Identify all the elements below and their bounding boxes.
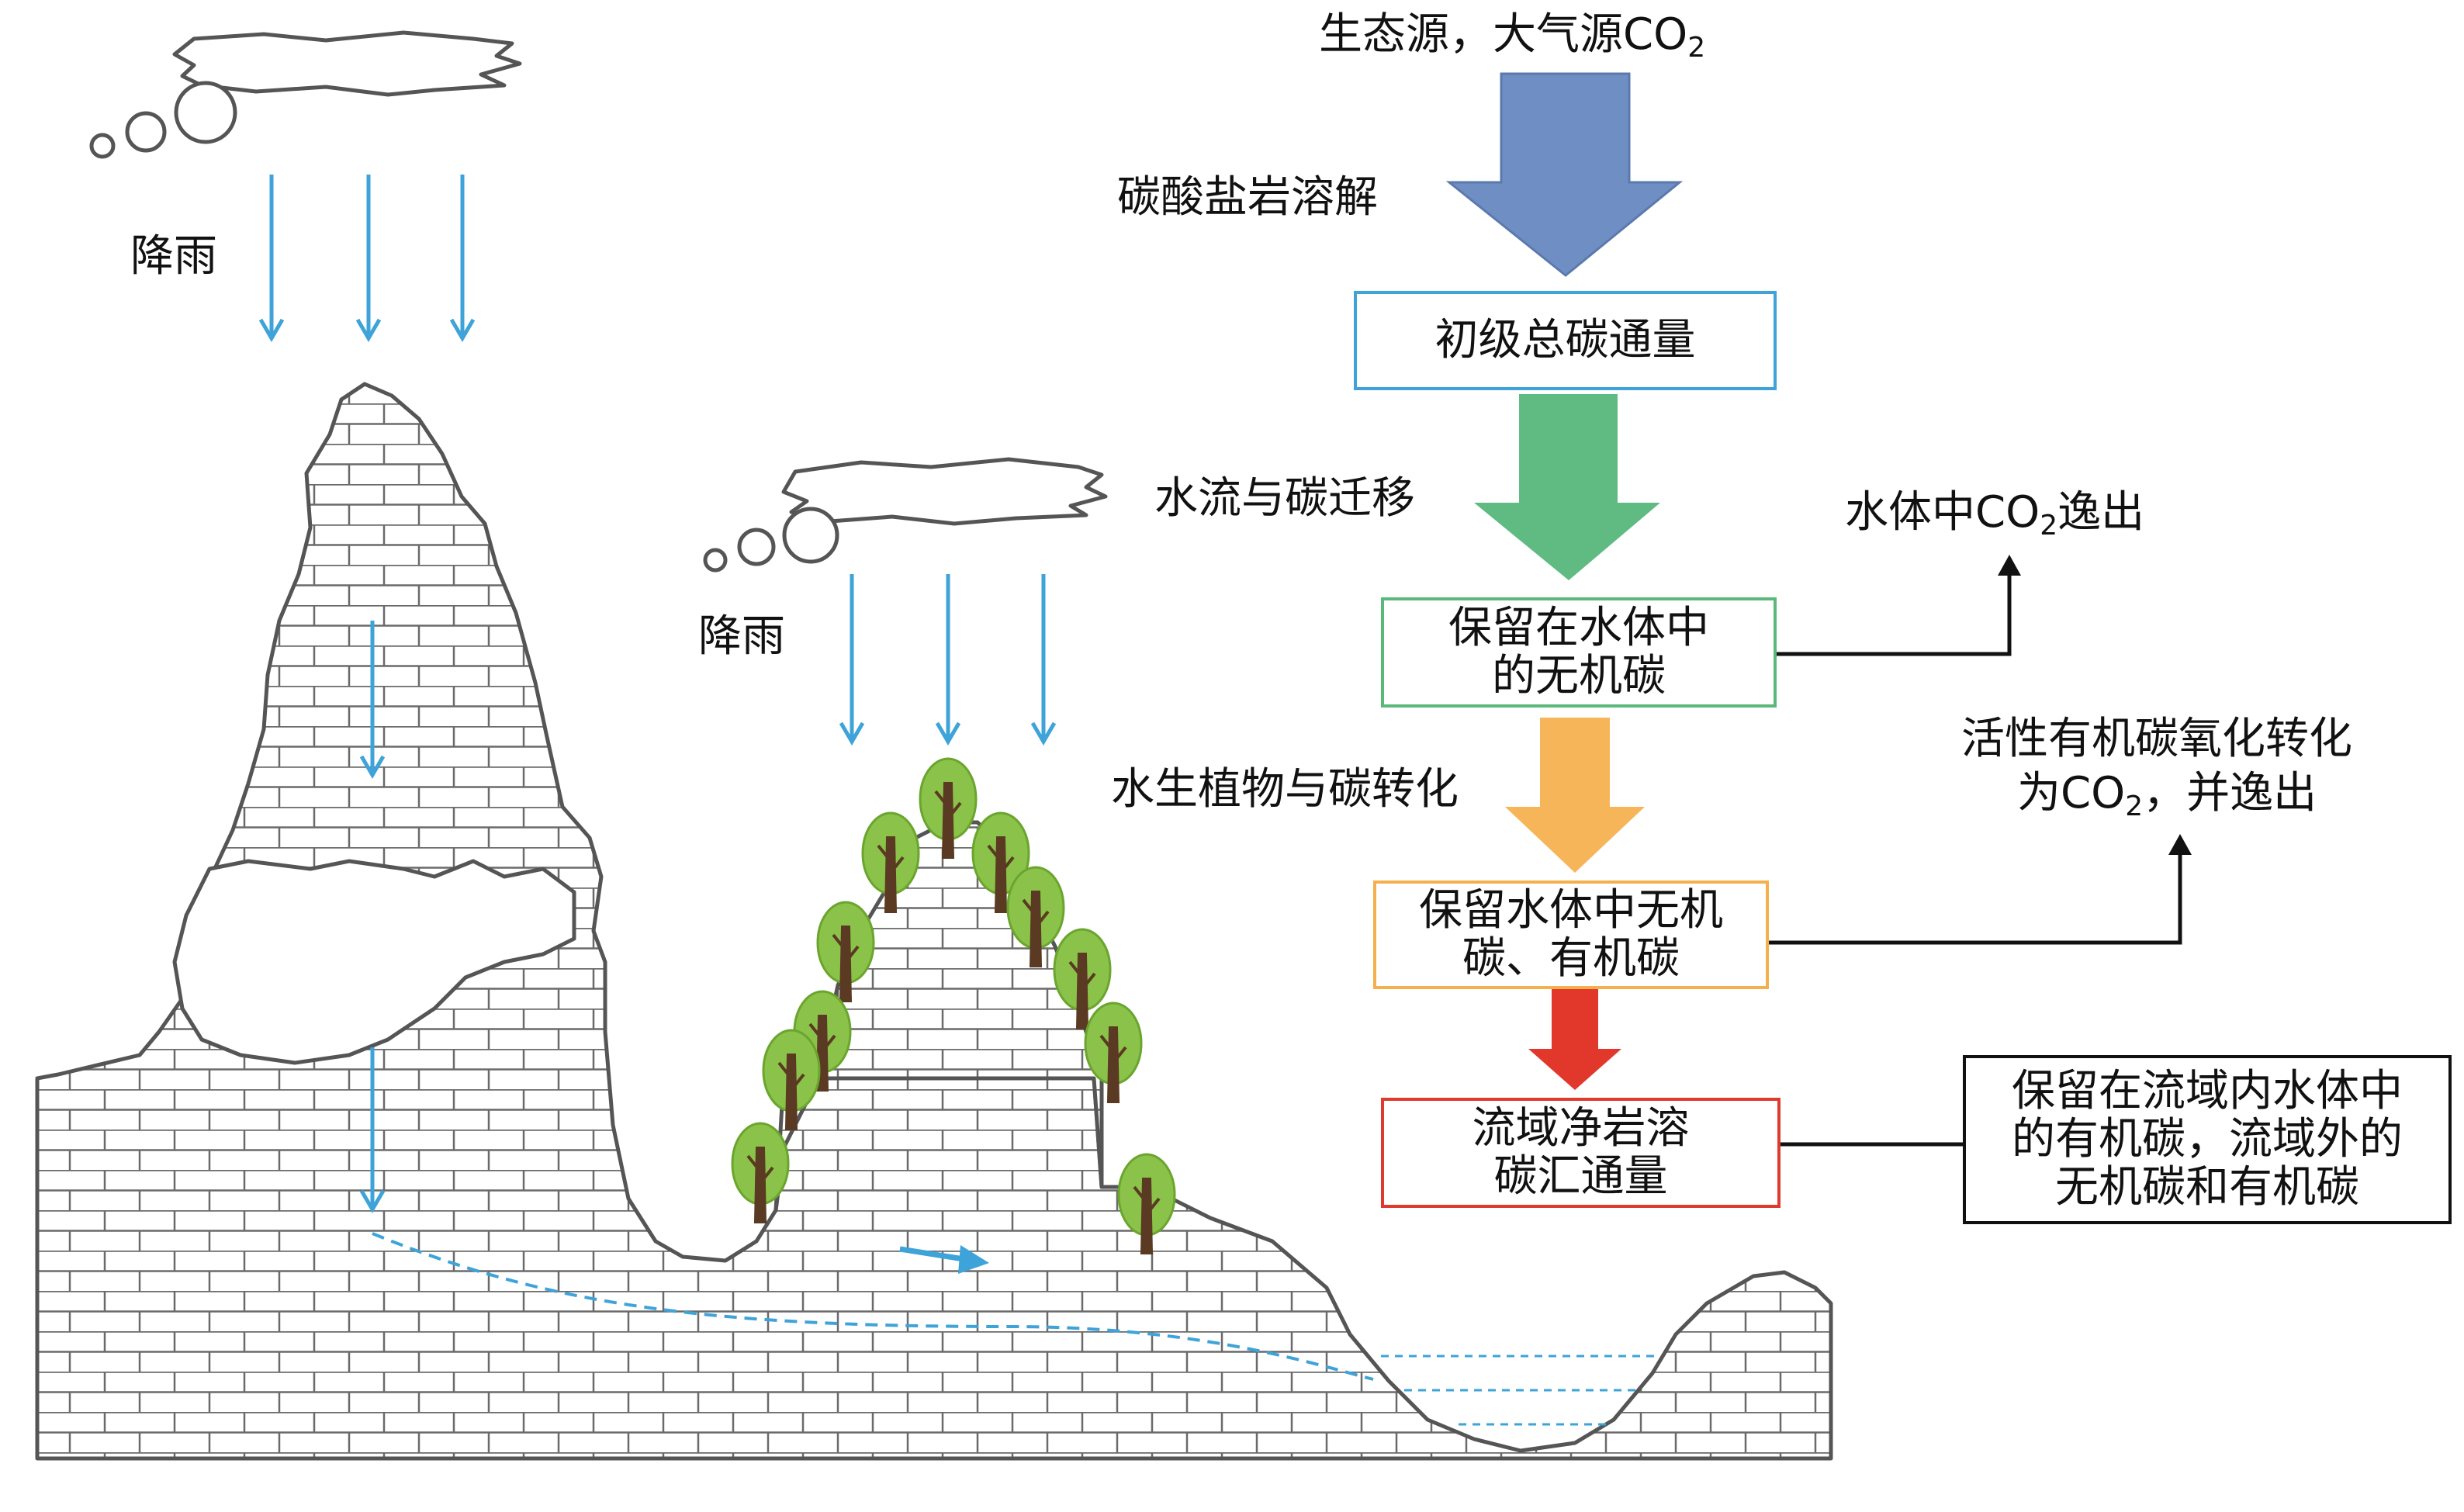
river-water — [1381, 1355, 1660, 1426]
box-primary-flux-line: 初级总碳通量 — [1434, 315, 1696, 365]
box-retained-inorganic-line: 的无机碳 — [1492, 651, 1666, 701]
water-migration-label: 水流与碳迁移 — [1154, 473, 1415, 524]
cloud-left — [172, 30, 522, 97]
cloud-bubble — [174, 81, 237, 144]
tree-icon — [1006, 866, 1065, 967]
groundwater-flow — [372, 1232, 1374, 1381]
escape2-label-line2-sub: 2 — [2125, 791, 2144, 822]
rain-arrows-right — [839, 574, 1057, 746]
rain-label-right: 降雨 — [698, 611, 785, 662]
box-retained-both: 保留水体中无机 碳、有机碳 — [1373, 881, 1769, 989]
box-outside-line: 的有机碳，流域外的 — [2012, 1114, 2403, 1164]
trees — [731, 757, 1176, 1254]
tree-icon — [971, 811, 1030, 913]
arrow-red — [1528, 989, 1621, 1090]
escape1-label-sub: 2 — [2040, 510, 2058, 541]
rain-label-left: 降雨 — [130, 231, 217, 282]
escape2-label-line2-suffix: ，并逸出 — [2143, 768, 2317, 818]
escape1-label: 水体中CO2逸出 — [1845, 487, 2145, 541]
box-outside-line: 无机碳和有机碳 — [2055, 1162, 2359, 1213]
escape2-label-line2-text: 为CO — [2017, 768, 2126, 818]
box-outside-line: 保留在流域内水体中 — [2012, 1066, 2403, 1116]
tree-icon — [919, 757, 978, 859]
plant-transform-label: 水生植物与碳转化 — [1111, 764, 1459, 815]
arrow-blue — [1445, 72, 1684, 277]
escape2-label-line2: 为CO2，并逸出 — [2017, 768, 2317, 822]
source-label-text: 生态源，大气源CO — [1319, 9, 1688, 60]
tree-icon — [731, 1122, 790, 1223]
box-retained-inorganic: 保留在水体中 的无机碳 — [1381, 597, 1777, 708]
dissolution-label: 碳酸盐岩溶解 — [1117, 172, 1378, 223]
box-outside: 保留在流域内水体中 的有机碳，流域外的 无机碳和有机碳 — [1963, 1055, 2452, 1224]
cloud-right — [781, 457, 1108, 526]
tree-icon — [816, 901, 875, 1002]
box-net-sink-line: 流域净岩溶 — [1472, 1103, 1690, 1154]
tree-icon — [1084, 1002, 1143, 1103]
cloud-bubble — [737, 528, 776, 566]
escape1-label-suffix: 逸出 — [2057, 487, 2145, 538]
arrow-green — [1474, 394, 1660, 580]
escape2-label-line1: 活性有机碳氧化转化 — [1961, 714, 2352, 764]
tree-icon — [762, 1029, 821, 1130]
box-primary-flux: 初级总碳通量 — [1354, 291, 1777, 390]
arrow-orange — [1505, 718, 1645, 873]
tree-icon — [1053, 928, 1112, 1029]
cloud-bubble — [782, 507, 839, 564]
arrowhead-escape1 — [1998, 555, 2021, 576]
connector-lines — [1769, 573, 2182, 1147]
escape1-label-text: 水体中CO — [1845, 487, 2040, 538]
rain-arrows-left — [258, 175, 476, 1213]
source-label: 生态源，大气源CO2 — [1319, 9, 1706, 64]
tree-icon — [1117, 1153, 1176, 1254]
box-retained-both-line: 碳、有机碳 — [1462, 933, 1680, 984]
arrowhead-escape2 — [2168, 834, 2192, 855]
tree-icon — [861, 811, 920, 913]
surface-flow-arrow — [899, 1245, 989, 1274]
cloud-bubble — [89, 133, 116, 159]
cloud-bubble — [703, 548, 728, 573]
box-net-sink: 流域净岩溶 碳汇通量 — [1381, 1098, 1781, 1208]
source-label-sub: 2 — [1687, 32, 1706, 64]
box-retained-inorganic-line: 保留在水体中 — [1448, 603, 1709, 653]
cloud-bubble — [125, 111, 167, 153]
left-mountain — [35, 382, 1833, 1461]
cave — [172, 859, 576, 1065]
box-retained-both-line: 保留水体中无机 — [1419, 885, 1723, 936]
box-net-sink-line: 碳汇通量 — [1493, 1151, 1668, 1202]
